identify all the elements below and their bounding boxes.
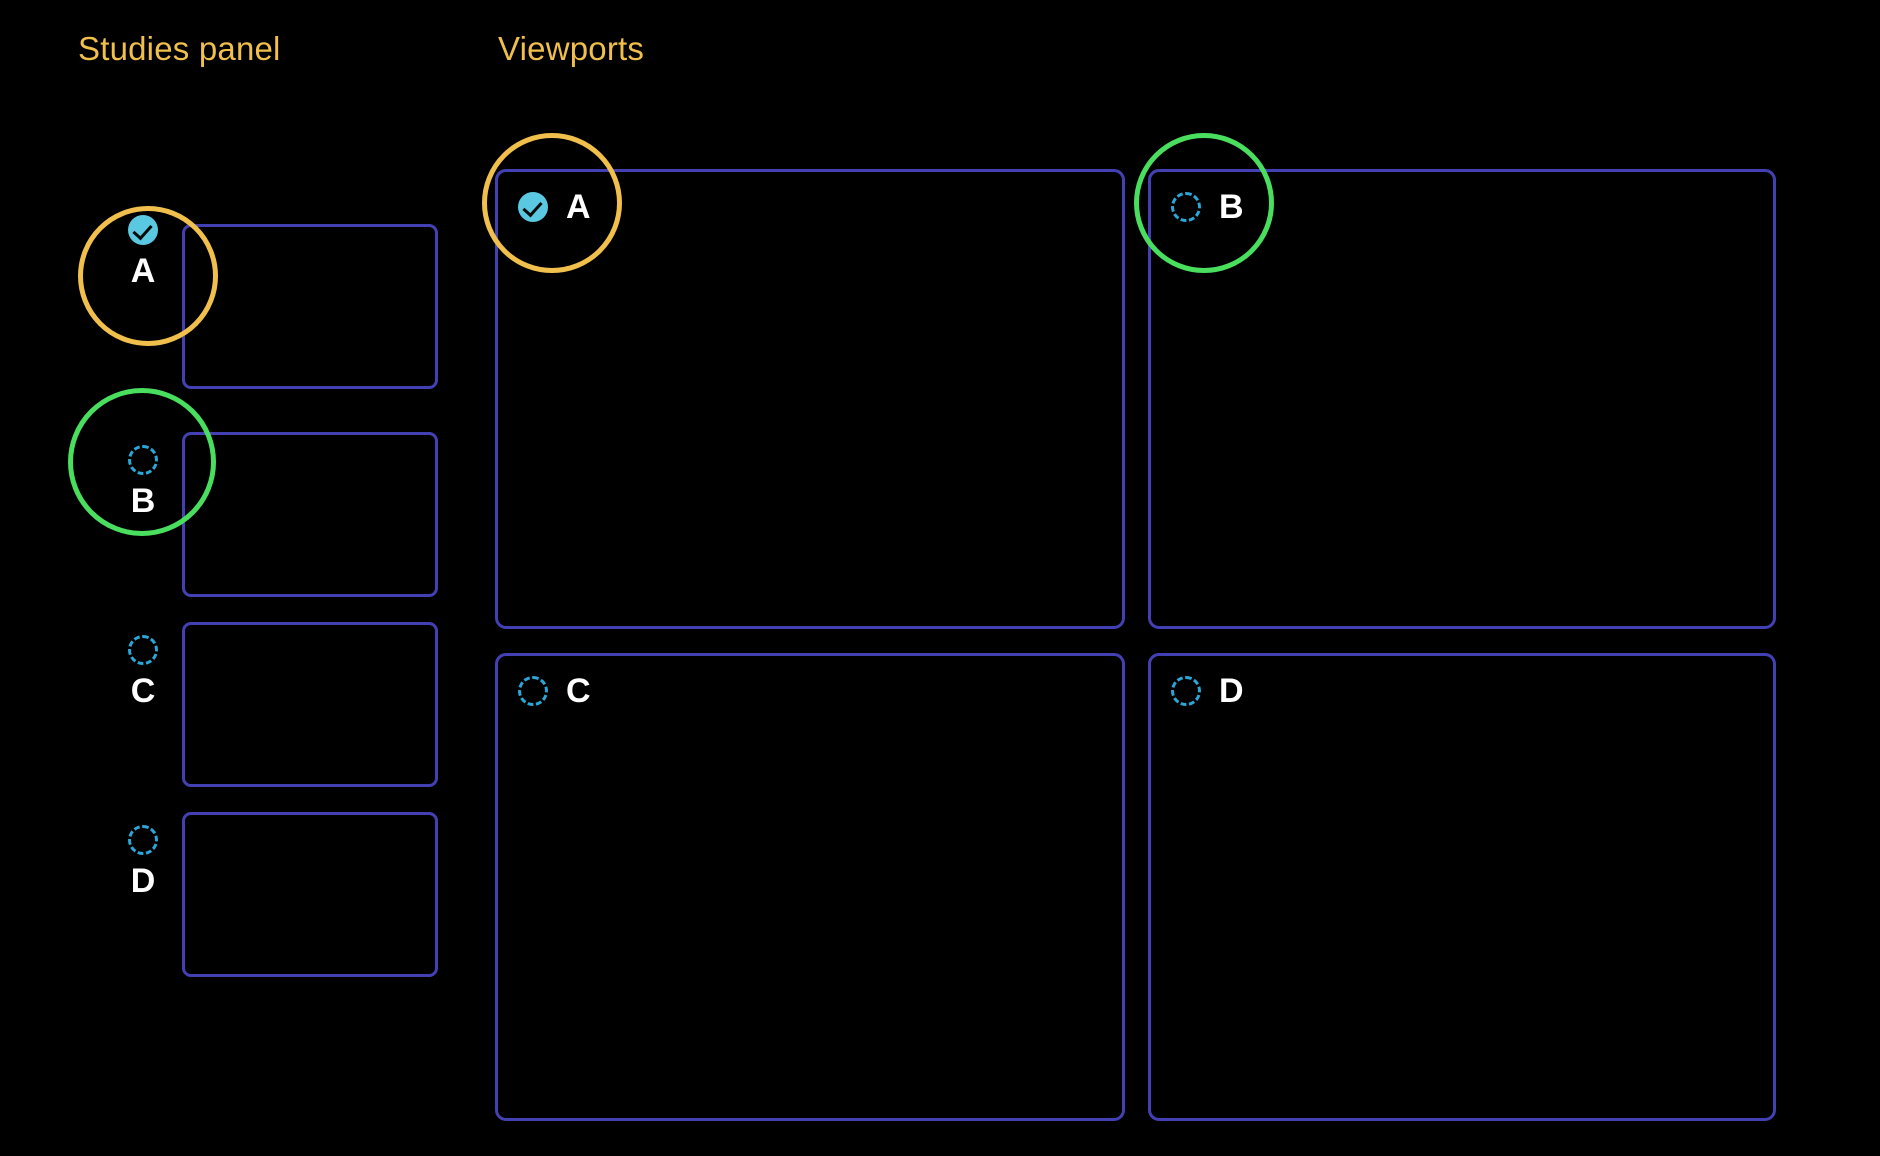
dashed-circle-icon[interactable]: [1171, 192, 1201, 222]
viewport-c[interactable]: C: [495, 653, 1125, 1121]
studies-panel: A B C D: [0, 0, 470, 1156]
viewport-b[interactable]: B: [1148, 169, 1776, 629]
viewport-a-label: A: [566, 188, 591, 226]
dashed-circle-icon[interactable]: [128, 445, 158, 475]
viewport-d-label: D: [1219, 672, 1244, 710]
viewport-a[interactable]: A: [495, 169, 1125, 629]
study-a-label: A: [130, 252, 156, 290]
studies-panel-heading: Studies panel: [78, 30, 281, 67]
dashed-circle-icon[interactable]: [128, 635, 158, 665]
viewport-b-header: B: [1171, 190, 1244, 224]
dashed-circle-icon[interactable]: [518, 676, 548, 706]
study-a-thumbnail[interactable]: [182, 224, 438, 389]
dashed-circle-icon[interactable]: [128, 825, 158, 855]
study-c-label: C: [130, 672, 156, 710]
study-b-label: B: [130, 482, 156, 520]
dashed-circle-icon[interactable]: [1171, 676, 1201, 706]
check-circle-filled-icon[interactable]: [518, 192, 548, 222]
viewport-c-label: C: [566, 672, 591, 710]
viewports-heading: Viewports: [498, 30, 645, 67]
study-c-marker-stack: C: [128, 635, 158, 708]
viewport-d[interactable]: D: [1148, 653, 1776, 1121]
check-circle-filled-icon[interactable]: [128, 215, 158, 245]
study-c-thumbnail[interactable]: [182, 622, 438, 787]
viewport-d-header: D: [1171, 674, 1244, 708]
viewport-a-header: A: [518, 190, 591, 224]
viewport-c-header: C: [518, 674, 591, 708]
study-d-marker-stack: D: [128, 825, 158, 898]
viewport-b-label: B: [1219, 188, 1244, 226]
study-b-thumbnail[interactable]: [182, 432, 438, 597]
study-d-thumbnail[interactable]: [182, 812, 438, 977]
study-a-marker-stack: A: [128, 215, 158, 288]
study-d-label: D: [130, 862, 156, 900]
study-b-marker-stack: B: [128, 445, 158, 518]
